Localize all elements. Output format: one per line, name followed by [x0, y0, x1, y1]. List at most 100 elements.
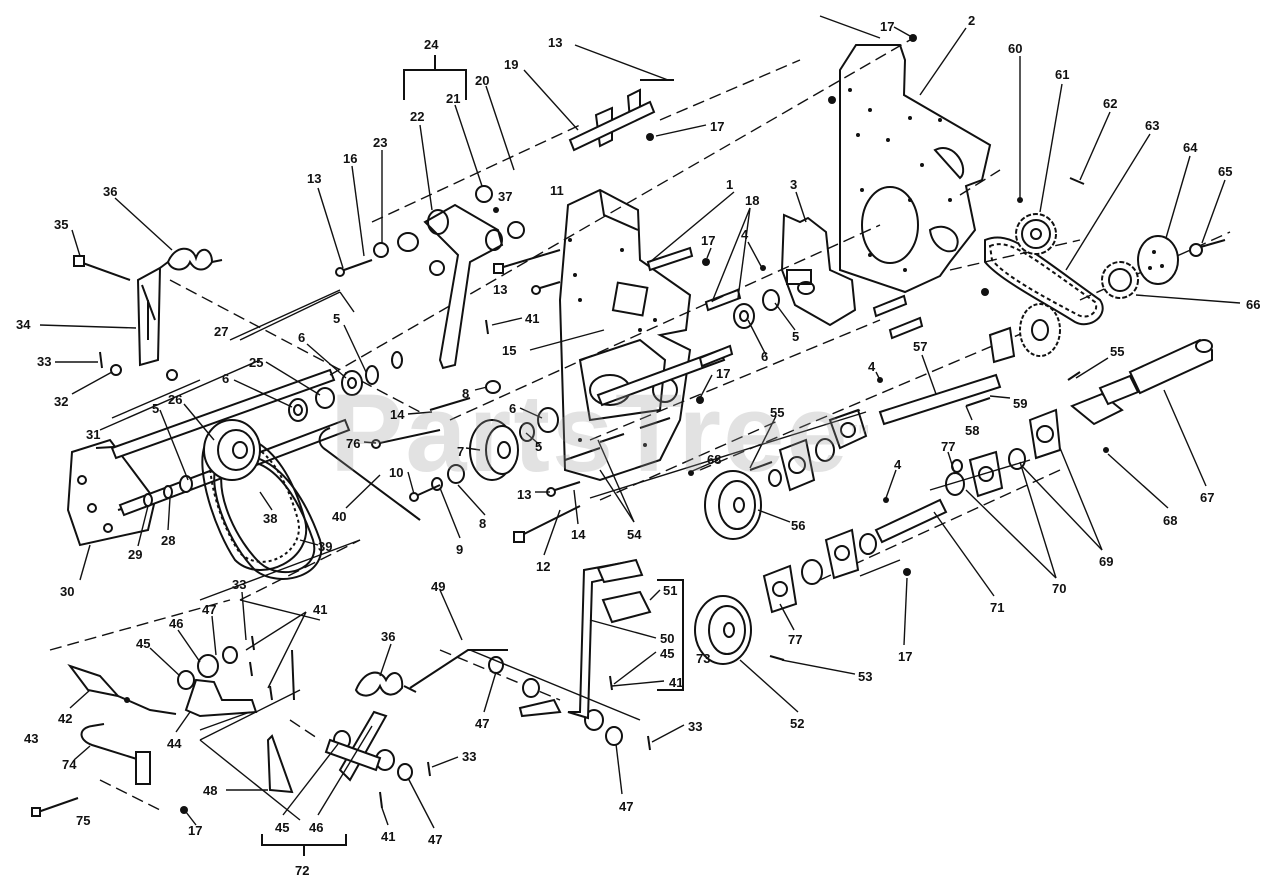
callout-2: 2	[968, 13, 976, 28]
bracket-72	[261, 834, 347, 856]
callout-41: 41	[381, 829, 396, 844]
bearings-and-washers	[110, 185, 1026, 781]
callout-32: 32	[54, 394, 69, 409]
callout-21: 21	[446, 91, 461, 106]
callout-26: 26	[168, 392, 183, 407]
watermark: PartsTreeTM	[330, 370, 871, 497]
callout-30: 30	[60, 584, 75, 599]
callout-27: 27	[214, 324, 229, 339]
callout-40: 40	[332, 509, 347, 524]
sprocket-66	[1101, 261, 1139, 299]
callout-10: 10	[389, 465, 404, 480]
callout-44: 44	[167, 736, 182, 751]
callout-19: 19	[504, 57, 519, 72]
sprocket-61	[1015, 213, 1057, 255]
callout-55: 55	[770, 405, 785, 420]
bracket-34	[136, 266, 162, 367]
callout-58: 58	[965, 423, 980, 438]
callout-46: 46	[309, 820, 324, 835]
callout-76: 76	[346, 436, 361, 451]
callout-45: 45	[136, 636, 151, 651]
callout-41: 41	[669, 675, 684, 690]
callout-48: 48	[203, 783, 218, 798]
main-frame-plate	[839, 44, 992, 294]
idler-arm-22	[423, 203, 504, 370]
callout-4: 4	[868, 359, 876, 374]
callout-5: 5	[792, 329, 800, 344]
callout-11: 11	[550, 183, 564, 198]
callout-14: 14	[390, 407, 405, 422]
callout-54: 54	[627, 527, 642, 542]
hardware-nuts	[124, 34, 1109, 814]
callout-34: 34	[16, 317, 31, 332]
callout-45: 45	[275, 820, 290, 835]
callout-51: 51	[663, 583, 678, 598]
callout-6: 6	[761, 349, 769, 364]
bracket-73	[657, 579, 684, 691]
callout-52: 52	[790, 716, 805, 731]
callout-23: 23	[373, 135, 388, 150]
callout-29: 29	[128, 547, 143, 562]
callout-8: 8	[462, 386, 470, 401]
callout-3: 3	[790, 177, 798, 192]
leader-lines	[39, 26, 1241, 829]
callout-47: 47	[428, 832, 443, 847]
callout-69: 69	[1099, 554, 1114, 569]
spring-36-bottom	[354, 671, 404, 697]
callout-43: 43	[24, 731, 39, 746]
callout-63: 63	[1145, 118, 1160, 133]
rod-48	[266, 734, 294, 794]
callout-47: 47	[475, 716, 490, 731]
callout-41: 41	[525, 311, 540, 326]
callout-72: 72	[295, 863, 310, 878]
callout-17: 17	[716, 366, 731, 381]
section-outlines	[199, 15, 1031, 821]
callout-70: 70	[1052, 581, 1067, 596]
callout-36: 36	[103, 184, 118, 199]
callout-68: 68	[1163, 513, 1178, 528]
callout-5: 5	[535, 439, 543, 454]
pedal-pad-51	[601, 590, 652, 624]
callout-15: 15	[502, 343, 517, 358]
sprocket-large	[1019, 303, 1061, 357]
callout-62: 62	[1103, 96, 1118, 111]
callout-60: 60	[1008, 41, 1023, 56]
callout-57: 57	[913, 339, 928, 354]
callout-65: 65	[1218, 164, 1233, 179]
callout-13: 13	[548, 35, 563, 50]
callout-6: 6	[298, 330, 306, 345]
callout-7: 7	[457, 444, 465, 459]
callout-17: 17	[701, 233, 716, 248]
handle-74	[80, 723, 151, 785]
callout-5: 5	[333, 311, 341, 326]
callout-49: 49	[431, 579, 446, 594]
lever-46-lower	[324, 710, 388, 782]
callout-45: 45	[660, 646, 675, 661]
callout-6: 6	[509, 401, 517, 416]
callout-4: 4	[741, 227, 749, 242]
callout-73: 73	[696, 651, 711, 666]
linkage-43	[67, 664, 177, 715]
callout-4: 4	[894, 457, 902, 472]
callout-28: 28	[161, 533, 176, 548]
callout-68: 68	[707, 452, 722, 467]
callout-17: 17	[710, 119, 725, 134]
callout-66: 66	[1246, 297, 1261, 312]
callout-46: 46	[169, 616, 184, 631]
hardware-cotter-pins	[99, 319, 651, 809]
flange-bearings	[762, 326, 1062, 614]
callout-33: 33	[232, 577, 247, 592]
callout-36: 36	[381, 629, 396, 644]
callout-47: 47	[202, 602, 217, 617]
callout-33: 33	[462, 749, 477, 764]
callout-77: 77	[941, 439, 956, 454]
callout-1: 1	[726, 177, 734, 192]
mid-frame-plate	[558, 188, 692, 482]
pulley-52	[694, 595, 752, 665]
universal-joint	[1070, 374, 1140, 426]
callout-39: 39	[318, 539, 333, 554]
callout-77: 77	[788, 632, 803, 647]
callout-17: 17	[880, 19, 895, 34]
callout-64: 64	[1183, 140, 1198, 155]
